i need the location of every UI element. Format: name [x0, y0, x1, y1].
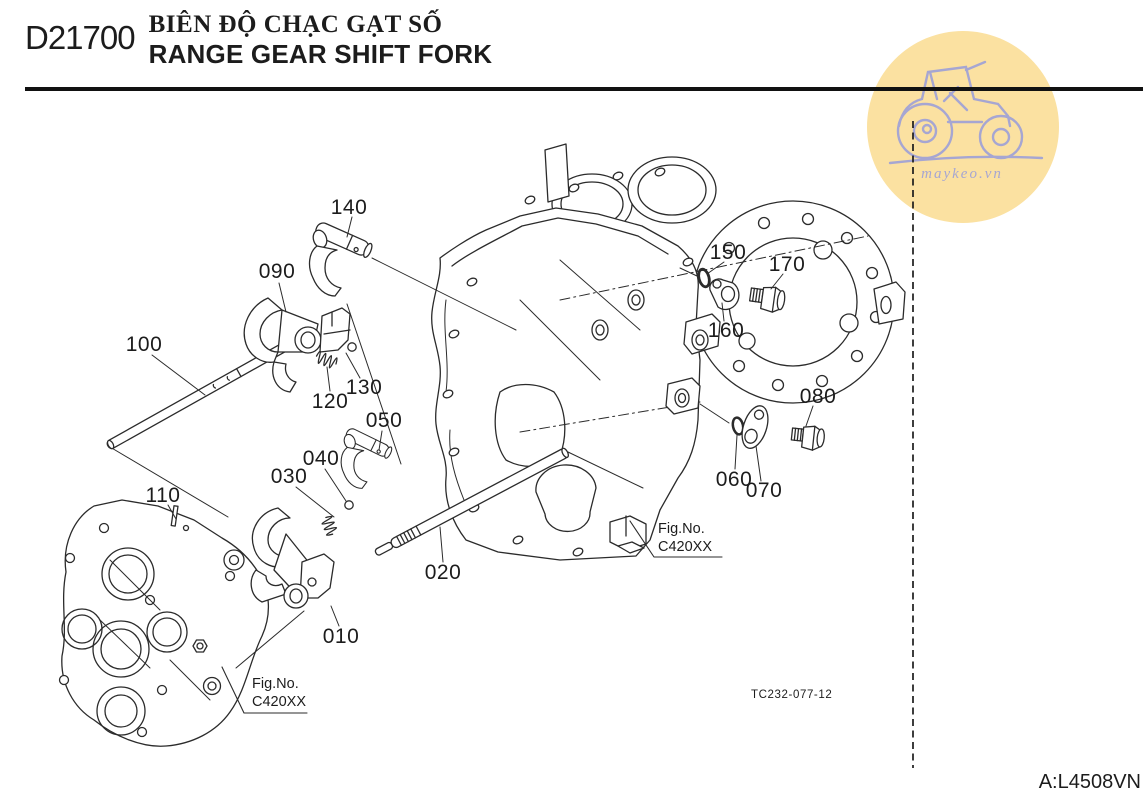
part-number-label: 160	[707, 319, 745, 342]
part-number-label: 140	[330, 196, 368, 219]
part-130-ball	[347, 342, 357, 352]
part-number-label: 060	[715, 468, 753, 491]
part-150-o-ring	[697, 267, 711, 289]
part-050-shift-arm	[340, 428, 393, 489]
part-040-ball	[344, 500, 354, 510]
fig-number-reference: Fig.No.C420XX	[252, 676, 307, 710]
part-number-label: 020	[424, 561, 462, 584]
watermark-text: maykeo.vn	[921, 166, 1003, 182]
drawing-code: TC232-077-12	[751, 689, 833, 701]
part-number-label: 150	[709, 241, 747, 264]
page-title-english: RANGE GEAR SHIFT FORK	[148, 39, 493, 69]
section-code: D21700	[25, 19, 136, 56]
part-number-label: 040	[302, 447, 340, 470]
part-number-label: 080	[799, 385, 837, 408]
label-leader-lines	[151, 216, 814, 627]
part-number-label: 030	[270, 465, 308, 488]
fig-number-reference: Fig.No.C420XX	[658, 521, 713, 555]
part-080-bolt	[790, 425, 825, 451]
part-number-label: 010	[322, 625, 360, 648]
page-reference-code: A:L4508VN	[1038, 771, 1141, 793]
part-number-label: 090	[258, 260, 296, 283]
watermark-logo: maykeo.vn	[867, 31, 1059, 223]
part-number-label: 050	[365, 409, 403, 432]
part-020-fork-shaft	[374, 447, 569, 556]
part-060-o-ring	[731, 416, 745, 436]
part-number-label: 070	[745, 479, 783, 502]
part-number-label: 130	[345, 376, 383, 399]
transmission-case-drawing	[431, 143, 906, 561]
part-140-shift-arm	[308, 222, 373, 297]
watermark-circle	[867, 31, 1059, 223]
left-case-drawing	[58, 499, 270, 747]
page-header: D21700 BIÊN ĐỘ CHẠC GẠT SỐ RANGE GEAR SH…	[25, 10, 492, 69]
page-title-vietnamese: BIÊN ĐỘ CHẠC GẠT SỐ	[148, 11, 443, 38]
part-160-retainer	[709, 278, 740, 311]
part-010-shift-fork	[250, 507, 335, 609]
part-number-label: 100	[125, 333, 163, 356]
part-090-shift-fork	[243, 297, 351, 393]
part-170-bolt	[748, 286, 786, 313]
assembly-lines	[109, 257, 730, 669]
part-number-label: 110	[145, 484, 181, 507]
part-070-plate	[741, 405, 769, 449]
header-rule	[25, 87, 1143, 91]
tractor-icon	[888, 60, 1044, 165]
fig-ref-leaders	[221, 520, 723, 714]
part-030-spring	[321, 515, 338, 536]
part-number-label: 170	[768, 253, 806, 276]
part-number-label: 120	[311, 390, 349, 413]
part-120-spring	[315, 350, 338, 369]
